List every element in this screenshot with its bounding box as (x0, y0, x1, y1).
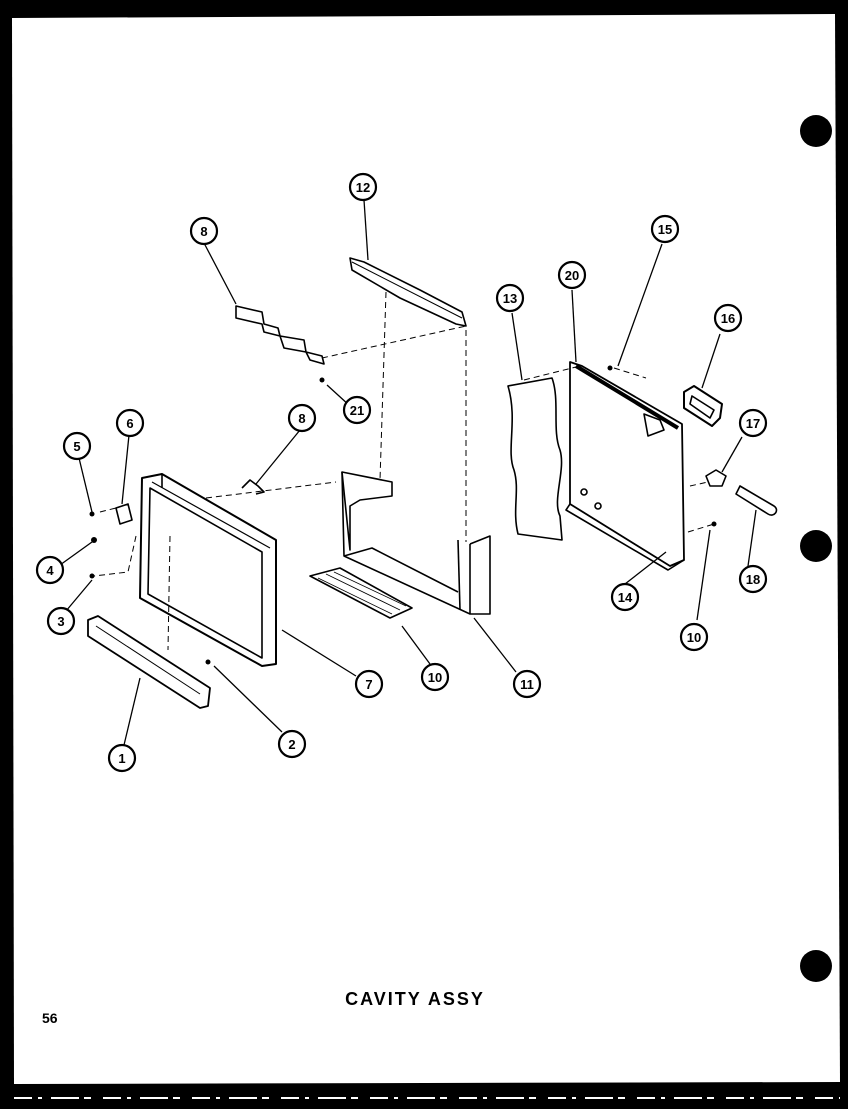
part-cavity-body (341, 471, 491, 615)
svg-text:14: 14 (618, 590, 633, 605)
svg-text:12: 12 (356, 180, 370, 195)
callout-2: 2 (277, 729, 307, 759)
callout-5: 5 (62, 431, 92, 461)
paper-sheet (12, 14, 840, 1084)
callout-7: 7 (354, 669, 384, 699)
part-screws (89, 365, 717, 665)
svg-text:13: 13 (503, 291, 517, 306)
callout-13: 13 (495, 283, 525, 313)
callout-12: 12 (348, 172, 378, 202)
svg-text:11: 11 (520, 677, 534, 692)
callout-21: 21 (342, 395, 372, 425)
part-top-channel (349, 257, 467, 327)
part-lamp-bulb (735, 485, 778, 516)
svg-text:8: 8 (298, 411, 305, 426)
callout-14: 14 (610, 582, 640, 612)
callout-8-clip: 8 (287, 403, 317, 433)
callout-20: 20 (557, 260, 587, 290)
svg-text:1: 1 (118, 751, 125, 766)
callout-18: 18 (738, 564, 768, 594)
svg-text:15: 15 (658, 222, 672, 237)
svg-text:10: 10 (428, 670, 442, 685)
page-number: 56 (42, 1010, 58, 1026)
callout-8-top: 8 (189, 216, 219, 246)
binder-hole-top (800, 115, 832, 147)
callout-10-grille: 10 (420, 662, 450, 692)
binder-hole-middle (800, 530, 832, 562)
callout-17: 17 (738, 408, 768, 438)
binder-hole-bottom (800, 950, 832, 982)
callout-11: 11 (512, 669, 542, 699)
diagram-title: CAVITY ASSY (345, 989, 485, 1009)
svg-text:3: 3 (57, 614, 64, 629)
svg-text:2: 2 (288, 737, 295, 752)
svg-text:18: 18 (746, 572, 760, 587)
svg-text:6: 6 (126, 416, 133, 431)
svg-text:16: 16 (721, 311, 735, 326)
part-trim-strip (87, 615, 211, 709)
part-clip (241, 479, 265, 495)
part-hinge (115, 503, 133, 525)
svg-text:4: 4 (46, 563, 54, 578)
part-top-plate (235, 305, 325, 365)
callout-1: 1 (107, 743, 137, 773)
callout-6: 6 (115, 408, 145, 438)
part-gasket (683, 385, 723, 427)
svg-text:5: 5 (73, 439, 80, 454)
callout-4: 4 (35, 555, 65, 585)
assembly-dashed-lines (93, 291, 715, 651)
callout-15: 15 (650, 214, 680, 244)
part-lamp-socket (705, 469, 727, 487)
part-front-frame (139, 473, 277, 667)
svg-text:7: 7 (365, 677, 372, 692)
svg-text:21: 21 (350, 403, 364, 418)
svg-text:10: 10 (687, 630, 701, 645)
callout-10-screw: 10 (679, 622, 709, 652)
svg-text:20: 20 (565, 268, 579, 283)
svg-text:17: 17 (746, 416, 760, 431)
callout-3: 3 (46, 606, 76, 636)
svg-text:8: 8 (200, 224, 207, 239)
part-insulation-pad (507, 377, 563, 541)
part-grille (309, 567, 413, 619)
callout-16: 16 (713, 303, 743, 333)
callout-group: 1 2 3 4 5 6 7 8 8 10 11 12 13 14 15 16 1… (35, 172, 768, 773)
leader-lines (59, 199, 757, 746)
part-side-panel (565, 361, 685, 571)
